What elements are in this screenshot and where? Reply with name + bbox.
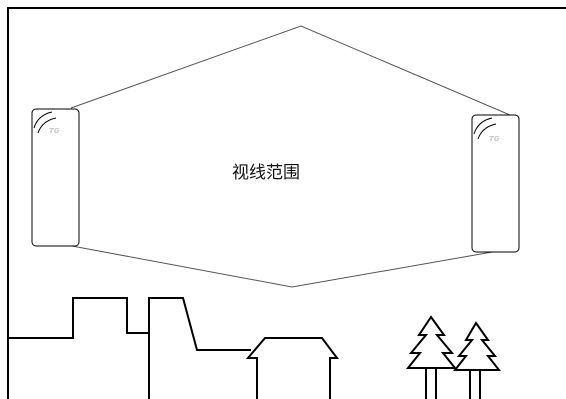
skyline-left [8,297,251,351]
sight-range-label: 视线范围 [232,163,300,183]
house-silhouette [245,337,339,399]
right-device-body [471,114,520,253]
left-device: TG [31,108,80,247]
wireless-sensor-icon [473,117,497,140]
tree-right [452,321,502,399]
tree-left [405,315,458,399]
sight-range-bottom-edge [71,245,499,288]
building-icon [8,297,339,399]
scene-frame [7,7,566,399]
right-device: TG [471,114,520,253]
left-device-body [31,108,80,247]
wireless-sensor-icon [33,111,57,134]
right-device-brand: TG [489,135,500,143]
tree-icon [405,315,502,399]
left-device-brand: TG [49,127,60,135]
sight-range-top-edge [70,25,511,116]
